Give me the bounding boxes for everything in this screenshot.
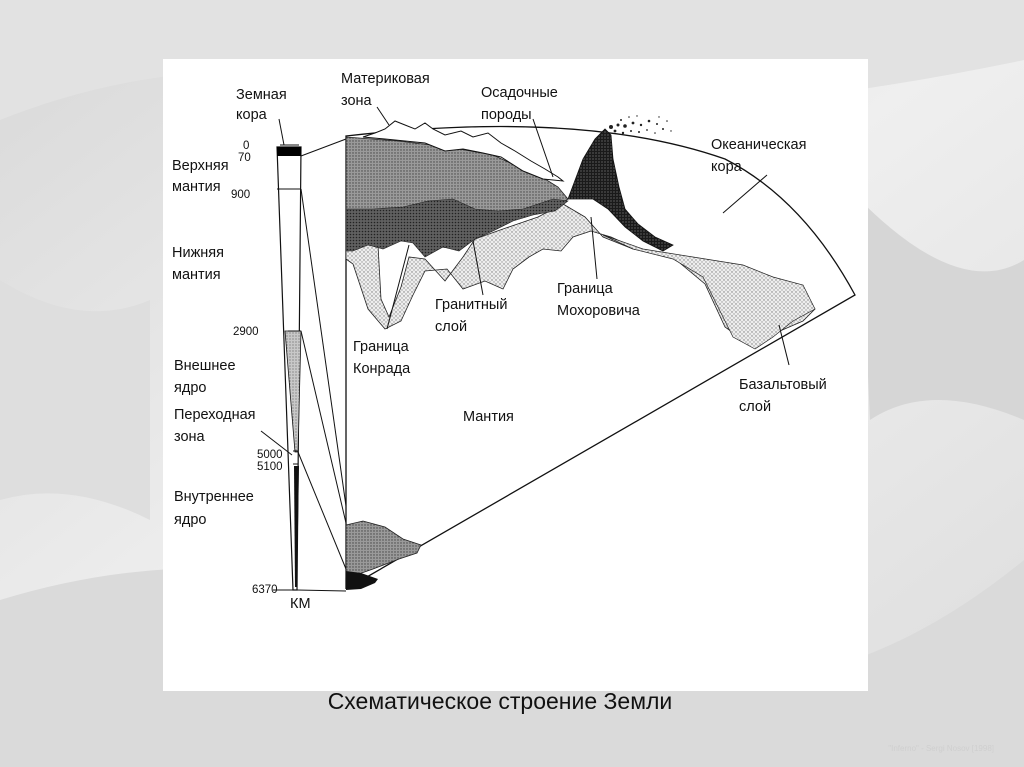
depth-900: 900 [231,189,250,201]
earth-cross-section [345,115,856,590]
lower-mantle-label-1: Нижняя [172,245,224,261]
continental-mountains [362,120,565,182]
section-leaders [376,106,790,366]
oceanic-crust-label-2: кора [711,159,743,175]
depth-6370: 6370 [252,584,278,596]
outer-core-label-2: ядро [174,380,206,396]
projection-lines [296,138,347,592]
inner-core-label-1: Внутреннее [174,489,254,505]
depth-column [260,118,302,591]
outer-core-label-1: Внешнее [174,358,236,374]
conrad-layer [345,198,569,258]
conrad-boundary-label-1: Граница [353,339,410,355]
continental-zone-label-2: зона [341,93,373,109]
depth-5000: 5000 [257,449,283,461]
continental-zone-label-1: Материковая [341,71,430,87]
moho-boundary-label-1: Граница [557,281,614,297]
depth-5100: 5100 [257,461,283,473]
transition-zone-label-2: зона [174,429,206,445]
depth-0: 0 [243,140,249,152]
oceanic-basalt-band [602,234,816,350]
granite-layer-label-1: Гранитный [435,297,507,313]
watermark: "Inferno" - Sergi Nosov [1998] [888,744,994,753]
volcano [567,128,674,252]
basalt-layer-label-1: Базальтовый [739,377,827,393]
moho-boundary-label-2: Мохоровича [557,303,641,319]
slide-caption: Схематическое строение Земли [327,688,673,714]
transition-zone-label-1: Переходная [174,407,256,423]
mantle-label: Мантия [463,409,514,425]
diagram-panel: Земная кора Верхняя мантия Нижняя мантия… [163,59,868,691]
upper-mantle-label-1: Верхняя [172,158,229,174]
basalt-layer-label-2: слой [739,399,771,415]
granite-layer-label-2: слой [435,319,467,335]
upper-mantle-label-2: мантия [172,179,221,195]
lower-mantle-label-2: мантия [172,267,221,283]
sedimentary-rocks-label-2: породы [481,107,532,123]
inner-core-label-2: ядро [174,512,206,528]
earth-structure-diagram: Земная кора Верхняя мантия Нижняя мантия… [172,71,856,612]
oceanic-crust-label-1: Океаническая [711,137,806,153]
crust-band [277,147,301,156]
conrad-boundary-label-2: Конрада [353,361,411,377]
earth-crust-label-2: кора [236,107,268,123]
depth-2900: 2900 [233,326,259,338]
inner-core-band [294,466,299,587]
inner-core-section [346,571,378,590]
earth-crust-label-1: Земная [236,87,287,103]
depth-70: 70 [238,152,251,164]
sedimentary-rocks-label-1: Осадочные [481,85,558,101]
depth-unit: КМ [290,596,311,612]
volcanic-plume [609,115,672,135]
